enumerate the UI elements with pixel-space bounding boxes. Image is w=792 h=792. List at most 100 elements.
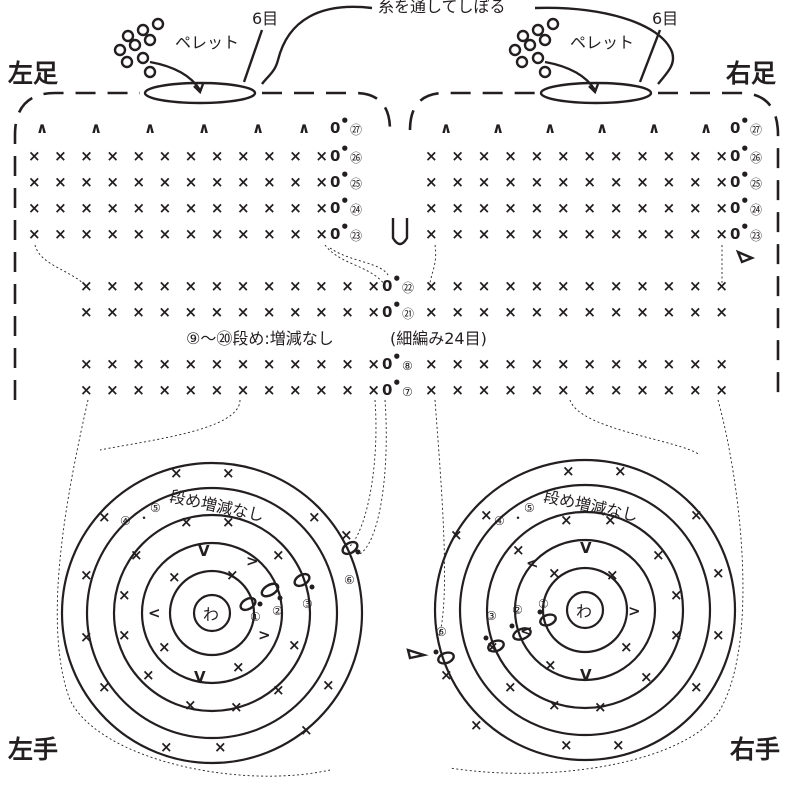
svg-text:×: × [640,668,653,686]
svg-text:××××××××××××: ×××××××××××× [28,225,328,243]
right-pellets-icon [508,17,560,79]
svg-text:>: > [258,626,271,644]
svg-text:•: • [340,140,350,158]
svg-text:×: × [560,736,573,754]
right-ring-label: わ [576,602,592,621]
svg-text:×: × [230,698,243,716]
svg-text:0: 0 [730,225,740,243]
right-leg-outline [408,91,780,400]
row-23-marker: ㉓ [350,229,362,243]
svg-text:×: × [272,546,285,564]
svg-text:×: × [226,566,239,584]
svg-text:××××××××××××: ×××××××××××× [28,199,328,217]
right-hand-label: 右手 [730,735,780,764]
svg-text:××××××××××××: ×××××××××××× [425,381,728,399]
svg-text:∧: ∧ [36,119,48,137]
svg-text:∧: ∧ [298,119,310,137]
svg-text:∧: ∧ [596,119,608,137]
svg-text:0: 0 [330,225,340,243]
svg-text:×: × [98,678,111,696]
right-leg-rows: ∧∧∧ ∧∧∧ 0• ㉗ ×××××××××××× 0• ㉖ ×××××××××… [425,112,762,264]
svg-text:×: × [620,638,633,656]
right-row-3-marker: ③ [486,609,497,623]
right-foot-opening [539,81,653,105]
row-7-marker: ⑦ [402,385,413,399]
svg-text:∧: ∧ [648,119,660,137]
svg-text:0: 0 [730,199,740,217]
right-row-25-marker: ㉕ [750,177,762,191]
svg-text:∧: ∧ [440,119,452,137]
svg-text:×: × [308,508,321,526]
svg-text:×: × [170,464,183,482]
svg-text:××××××××××××: ×××××××××××× [28,147,328,165]
svg-text:×: × [340,526,353,544]
svg-text:0: 0 [330,173,340,191]
svg-text:×: × [504,678,517,696]
svg-text:∧: ∧ [252,119,264,137]
right-row-27-marker: ㉗ [750,123,762,137]
right-start-arrow [406,648,429,660]
right-row-26-marker: ㉖ [750,151,762,165]
svg-text:∧: ∧ [90,119,102,137]
leg-split-u [391,218,409,246]
left-six-stitches-label: 6目 [252,9,278,28]
left-pellet-arrow [149,60,202,91]
right-row-23-marker: ㉓ [750,229,762,243]
left-leg-rows: ∧∧∧ ∧∧∧ 0• ㉗ ×××××××××××× 0• ㉖ ×××××××××… [28,112,362,243]
svg-text:××××××××××××: ×××××××××××× [425,303,728,321]
svg-text:×: × [548,696,561,714]
left-pellets-icon [113,17,165,79]
svg-text:0: 0 [730,147,740,165]
svg-text:×: × [594,698,607,716]
svg-text:>: > [246,552,259,570]
left-row-4-marker: ④ [120,514,131,528]
left-row-1-marker: ① [250,610,261,624]
svg-text:×: × [80,566,93,584]
svg-text:×: × [222,464,235,482]
svg-text:×: × [180,513,193,531]
left-pellet-label: ペレット [175,33,239,52]
left-leg-outline [13,91,392,400]
svg-text:∧: ∧ [544,119,556,137]
svg-text:0: 0 [382,277,392,295]
rows-9-20-note: ⑨〜⑳段め:増減なし [186,329,334,348]
stitch-count-note: (細編み24目) [390,329,487,348]
svg-text:×: × [470,716,483,734]
svg-text:•: • [740,112,750,130]
right-hand-chart: わ ×× ×× ×× ×× ×× ×× ×× ×× ×× ×× ×× × V× … [406,458,737,762]
svg-text:×: × [614,462,627,480]
svg-text:•: • [340,192,350,210]
svg-text:××××××××××××: ×××××××××××× [80,355,380,373]
svg-text:V: V [198,542,210,560]
svg-text:0: 0 [382,355,392,373]
right-pellet-arrow [544,60,597,91]
svg-text:•: • [392,348,402,366]
svg-text:×: × [214,738,227,756]
svg-text:•: • [740,192,750,210]
svg-text:×: × [670,586,683,604]
svg-text:×: × [288,636,301,654]
svg-text:×: × [606,566,619,584]
svg-text:0: 0 [330,199,340,217]
svg-text:××××××××××××: ×××××××××××× [28,173,328,191]
thread-curve-right [534,6,675,85]
svg-text:×: × [652,546,665,564]
svg-text:・: ・ [138,511,150,525]
svg-text:×: × [512,541,525,559]
left-hand-label: 左手 [8,735,58,764]
svg-text:×: × [604,511,617,529]
svg-text:××××××××××××: ×××××××××××× [425,147,728,165]
left-foot-label: 左足 [8,59,58,88]
svg-text:×: × [450,526,463,544]
svg-text:<: < [526,554,539,572]
svg-text:>: > [628,602,641,620]
svg-text:•: • [392,270,402,288]
svg-text:0: 0 [330,119,340,137]
svg-text:××××××××××××: ×××××××××××× [80,303,380,321]
right-row-1-marker: ① [538,597,549,611]
svg-text:•: • [340,112,350,130]
svg-text:××××××××××××: ×××××××××××× [425,199,728,217]
svg-text:×: × [168,568,181,586]
svg-text:•: • [740,218,750,236]
